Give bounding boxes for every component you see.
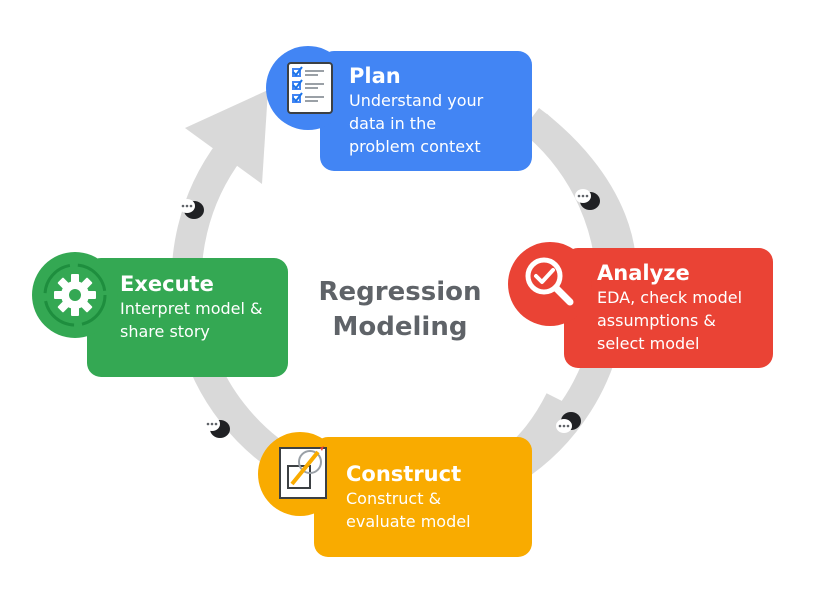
stage-execute-desc-line2: share story [120,322,210,341]
cycle-arrow-head [185,90,268,184]
stage-construct-desc-line2: evaluate model [346,512,471,531]
checklist-icon [287,62,333,114]
stage-plan-card: Plan Understand your data in the problem… [320,51,532,171]
stage-execute-title: Execute [120,272,214,296]
stage-analyze-title: Analyze [597,261,690,285]
pencil-square-icon [279,446,327,499]
stage-analyze-desc-line1: EDA, check model [597,288,743,307]
chat-bubble-icon [179,199,204,219]
stage-analyze-desc-line3: select model [597,334,700,353]
stage-construct-title: Construct [346,462,462,486]
gear-cycle-icon [43,263,107,327]
magnifier-check-icon [525,257,574,306]
stage-plan-title: Plan [349,64,401,88]
stage-plan-desc-line2: data in the [349,114,437,133]
chat-bubble-icon [556,412,581,433]
stage-construct-icon-circle [258,432,342,516]
diagram-title: Regression Modeling [290,275,510,345]
stage-plan-desc-line1: Understand your [349,91,484,110]
stage-analyze-desc-line2: assumptions & [597,311,716,330]
chat-bubble-icon [204,417,230,438]
chat-bubble-icon [575,189,600,210]
stage-analyze-icon-circle [508,242,592,326]
stage-execute-icon-circle [32,252,118,338]
diagram-title-line2: Modeling [332,312,468,342]
stage-plan-icon-circle [266,46,350,130]
stage-plan-desc-line3: problem context [349,137,481,156]
diagram-title-line1: Regression [318,277,482,307]
stage-construct-card: Construct Construct & evaluate model [314,437,532,557]
stage-execute-card: Execute Interpret model & share story [87,258,288,377]
stage-analyze-card: Analyze EDA, check model assumptions & s… [564,248,773,368]
stage-construct-desc-line1: Construct & [346,489,442,508]
stage-execute-desc-line1: Interpret model & [120,299,263,318]
